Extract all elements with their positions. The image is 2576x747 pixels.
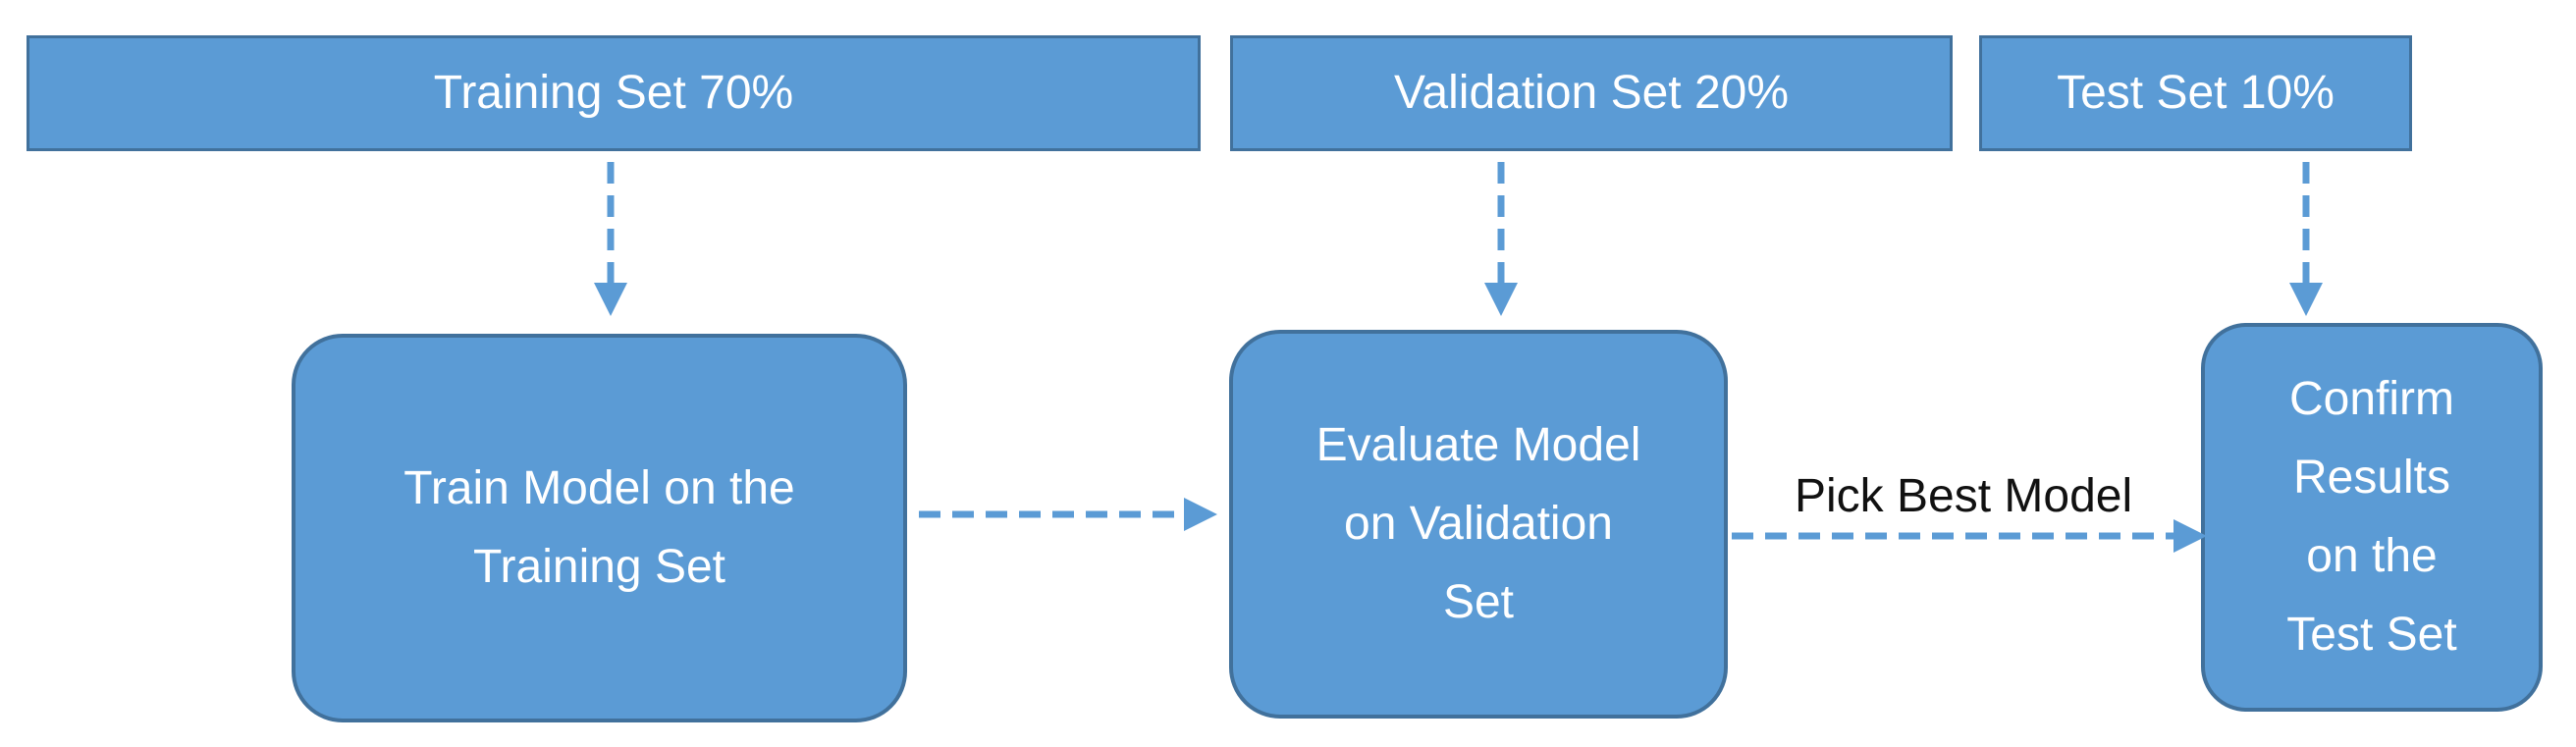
test-set-label: Test Set 10% (2057, 67, 2334, 119)
confirm-results-box: Confirm Results on the Test Set (2201, 323, 2543, 712)
training-set-label: Training Set 70% (433, 67, 794, 119)
validation-set-label: Validation Set 20% (1393, 67, 1790, 119)
validation-to-evaluate-connector (1484, 162, 1518, 316)
training-to-train-connector (594, 162, 627, 316)
right-arrowhead (1184, 498, 1217, 531)
confirm-results-label: Confirm Results on the Test Set (2286, 373, 2457, 661)
evaluate-model-label: Evaluate Model on Validation Set (1315, 419, 1641, 628)
right-arrowhead (2174, 519, 2207, 553)
evaluate-model-box: Evaluate Model on Validation Set (1229, 330, 1728, 719)
evaluate-to-confirm-connector (1732, 519, 2207, 553)
pick-best-model-label: Pick Best Model (1795, 470, 2133, 522)
test-set-box: Test Set 10% (1979, 35, 2412, 151)
down-arrowhead (1484, 283, 1518, 316)
down-arrowhead (594, 283, 627, 316)
train-model-label: Train Model on the Training Set (403, 462, 795, 593)
training-set-box: Training Set 70% (27, 35, 1201, 151)
validation-set-box: Validation Set 20% (1230, 35, 1953, 151)
train-model-box: Train Model on the Training Set (292, 334, 907, 722)
train-to-evaluate-connector (919, 498, 1217, 531)
down-arrowhead (2289, 283, 2323, 316)
test-to-confirm-connector (2289, 162, 2323, 316)
